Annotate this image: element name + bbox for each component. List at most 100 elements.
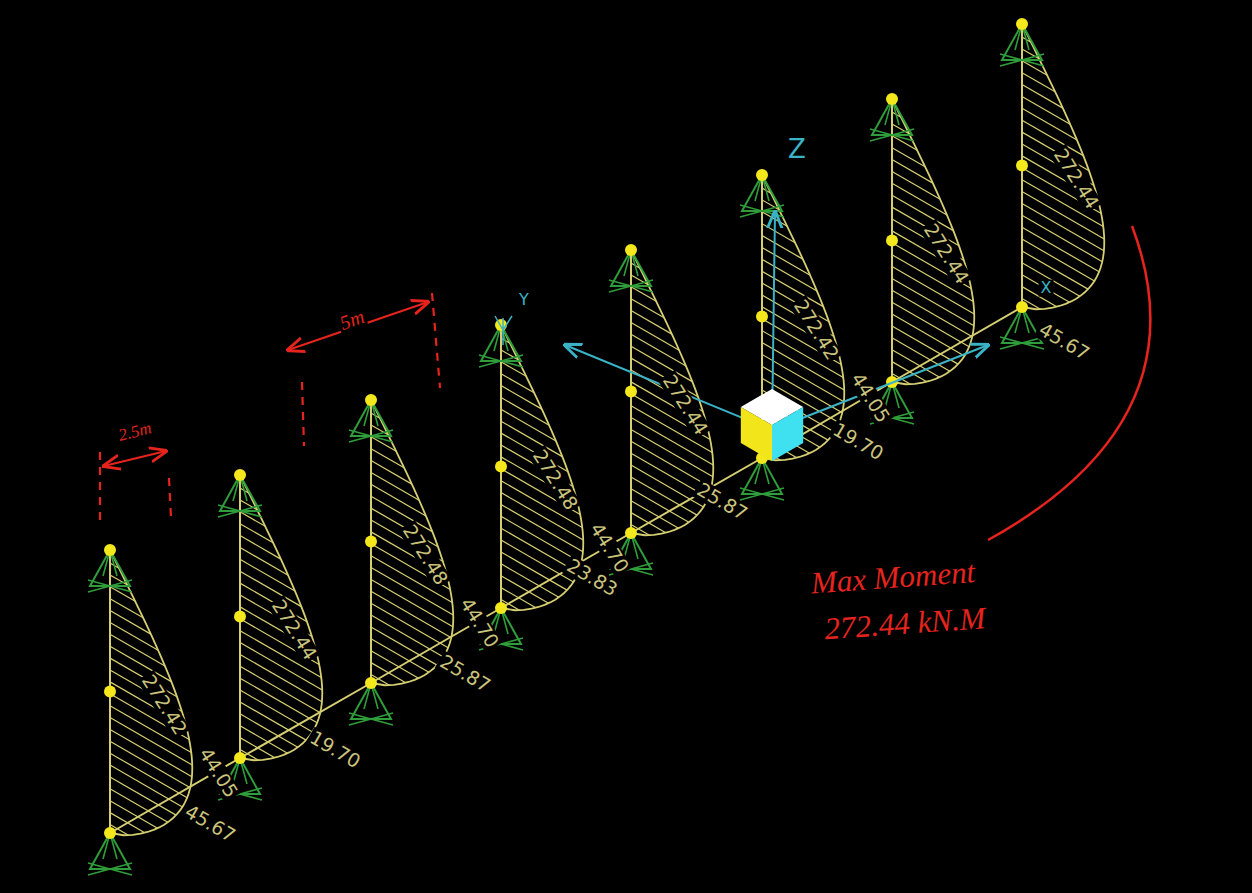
moment-value: 44.05: [194, 743, 242, 803]
callout-note: 272.44 kN.M: [822, 602, 989, 646]
hatch-line: [501, 588, 536, 608]
moment-value: 45.67: [1034, 319, 1095, 365]
hatch-line: [371, 663, 406, 683]
frame-column: [609, 244, 713, 575]
joint-dot: [886, 93, 898, 105]
hatch-line: [240, 738, 275, 758]
hatch-line: [110, 634, 165, 666]
frame-column: [870, 93, 974, 424]
moment-curve: [1022, 24, 1104, 309]
hatch-line: [501, 576, 549, 603]
hatch-line: [892, 314, 964, 356]
axis-label: Y: [517, 292, 531, 309]
support-lines: [609, 250, 653, 292]
hatch-line: [1022, 215, 1102, 261]
frame-column: [479, 319, 583, 650]
hatch-line: [892, 302, 969, 347]
joint-dot: [104, 686, 116, 698]
hatch-line: [631, 477, 697, 515]
moment-value: 272.44: [267, 595, 321, 665]
dimension-label: 5m: [335, 305, 369, 334]
dimension-arrow: [288, 302, 428, 350]
pin-support: [88, 833, 132, 875]
joint-dot: [495, 461, 507, 473]
moment-value: 272.42: [789, 295, 843, 365]
hatch-line: [1022, 227, 1099, 272]
hatch-line: [110, 765, 182, 807]
moment-value: 272.44: [919, 219, 973, 289]
hatch-line: [631, 465, 703, 507]
callout-note: Max Moment: [808, 556, 978, 600]
support-lines: [218, 475, 262, 517]
pin-support: [88, 550, 132, 592]
hatch-line: [631, 501, 679, 528]
dimension-extension: [302, 382, 304, 446]
dimension-label: 2.5m: [115, 419, 156, 445]
frame-column: [349, 394, 453, 725]
hatch-line: [371, 603, 448, 648]
joint-dot: [495, 602, 507, 614]
joint-dot: [104, 544, 116, 556]
hatch-line: [1022, 239, 1094, 281]
hatch-line: [240, 666, 320, 712]
pin-support: [870, 99, 914, 141]
pin-support: [609, 250, 653, 292]
moment-value: 44.05: [846, 368, 894, 428]
moment-curve: [240, 475, 322, 760]
joint-dot: [234, 752, 246, 764]
support-lines: [740, 175, 784, 217]
moment-value: 19.70: [305, 727, 366, 773]
hatch-line: [501, 409, 556, 441]
cube-right: [772, 407, 803, 461]
moment-value: 272.42: [137, 670, 191, 740]
moment-curve: [892, 99, 974, 384]
hatch-line: [371, 627, 437, 665]
joint-dot: [234, 469, 246, 481]
joint-dot: [756, 169, 768, 181]
joint-dot: [886, 235, 898, 247]
moment-curve: [371, 400, 453, 685]
axis-line: [772, 345, 988, 430]
support-lines: [349, 400, 393, 442]
joint-dot: [1016, 301, 1028, 313]
frame-column: [88, 544, 192, 875]
red-annotations: [100, 226, 1150, 540]
pin-support: [740, 175, 784, 217]
pin-support: [349, 683, 393, 725]
joint-dot: [625, 527, 637, 539]
joint-dot: [365, 394, 377, 406]
view-cube: [741, 389, 803, 461]
hatch-line: [371, 615, 443, 657]
support-lines: [479, 325, 523, 367]
hatch-line: [892, 326, 958, 364]
hatch-line: [110, 801, 158, 828]
joint-dot: [365, 677, 377, 689]
axis-label: Z: [786, 136, 808, 163]
dimension-extension: [169, 478, 171, 518]
moment-value: 25.87: [692, 479, 753, 525]
hatch-line: [892, 183, 947, 215]
hatch-line: [240, 690, 312, 732]
joint-dot: [756, 311, 768, 323]
dimension-extension: [99, 452, 101, 522]
joint-dot: [104, 827, 116, 839]
global-axes: [495, 212, 988, 430]
hatch-line: [501, 540, 573, 582]
moment-value: 272.44: [1049, 144, 1103, 214]
hatch-line: [110, 753, 187, 798]
hatch-line: [240, 559, 295, 591]
moment-value: 272.48: [528, 445, 582, 515]
frame-column: [1000, 18, 1104, 349]
support-lines: [740, 458, 784, 500]
hatch-line: [110, 813, 145, 833]
moment-value: 272.48: [398, 520, 452, 590]
hatch-line: [240, 678, 317, 723]
pin-support: [1000, 24, 1044, 66]
pin-support: [740, 458, 784, 500]
hatch-line: [371, 591, 451, 637]
hatch-line: [762, 259, 817, 291]
hatch-line: [110, 741, 190, 787]
pin-support: [349, 400, 393, 442]
